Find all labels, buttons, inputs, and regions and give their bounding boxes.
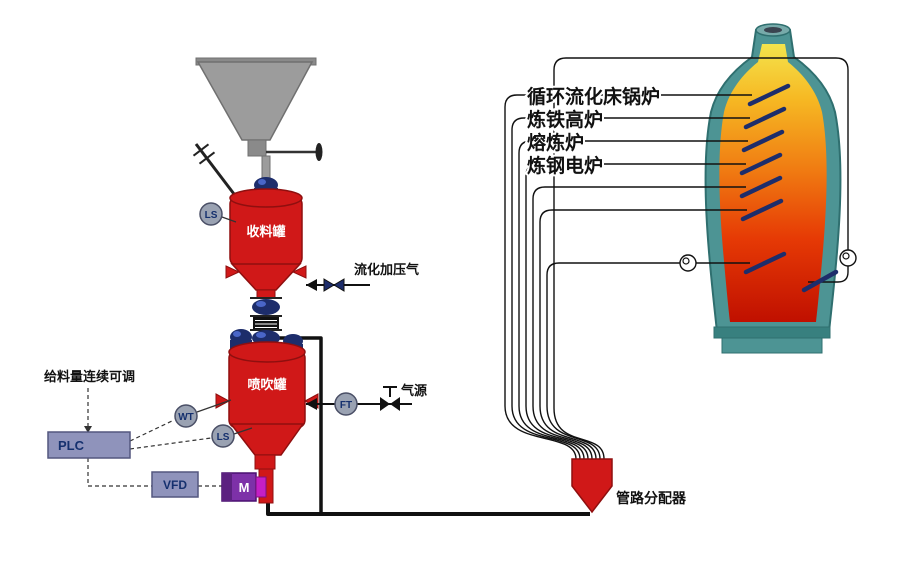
distribution-pipes <box>504 57 857 460</box>
flow-arrow-icon <box>306 279 317 291</box>
feed-lance <box>194 143 236 195</box>
receiving-tank-label: 收料罐 <box>246 224 285 239</box>
application-labels: 循环流化床锅炉 炼铁高炉 熔炼炉 炼钢电炉 <box>525 83 662 179</box>
vfd-label: VFD <box>163 478 187 492</box>
dome-valve-icon <box>252 299 280 315</box>
dome-valve-highlight <box>256 332 266 338</box>
lance-icon <box>740 198 784 222</box>
pipe <box>553 57 849 460</box>
hopper-neck <box>247 139 267 157</box>
expansion-loop-coil <box>842 252 850 260</box>
rotary-valve-highlight <box>258 179 266 185</box>
arrow-icon <box>84 426 92 433</box>
pipe <box>539 209 747 460</box>
gas-source-line: 气源 <box>306 383 427 411</box>
application-item: 炼钢电炉 <box>527 154 603 177</box>
instrument-tap <box>221 216 237 223</box>
pipe <box>532 186 746 460</box>
lance-icon <box>739 152 783 176</box>
pipe <box>546 262 750 460</box>
furnace-base-lower <box>721 337 823 354</box>
pipe <box>525 163 746 460</box>
plc-label: PLC <box>58 438 85 453</box>
instrument-tap <box>233 427 253 435</box>
furnace-mouth-opening <box>764 27 782 33</box>
control-dashed-links <box>87 388 222 487</box>
motor-end <box>222 473 232 501</box>
pipe <box>518 140 748 460</box>
valve-icon <box>333 278 345 292</box>
nozzle-icon <box>291 265 307 279</box>
hopper-outlet <box>261 155 271 181</box>
nozzle-icon <box>225 265 241 279</box>
valve-icon <box>390 397 400 411</box>
instruments: LS WT LS FT <box>174 202 358 448</box>
application-item: 熔炼炉 <box>527 131 584 154</box>
lance-icon <box>739 175 783 199</box>
injection-lances <box>739 83 839 293</box>
tank-cone <box>229 423 305 456</box>
level-switch-top <box>199 202 223 226</box>
tank-cone <box>230 263 302 291</box>
lance-icon <box>743 251 787 275</box>
feed-hopper <box>192 57 323 195</box>
flow-transmitter-label: FT <box>340 400 352 411</box>
neck <box>256 289 276 299</box>
lance-icon <box>747 83 791 107</box>
level-switch-bottom-label: LS <box>217 432 230 443</box>
lance-icon <box>741 129 785 153</box>
lance-icon <box>801 269 839 293</box>
vfd-box <box>151 471 199 498</box>
injection-tank-label: 喷吹罐 <box>247 377 286 392</box>
handwheel-icon <box>315 143 323 161</box>
valve-icon <box>380 397 390 411</box>
level-switch-top-label: LS <box>205 210 218 221</box>
dashed-link <box>129 437 212 450</box>
distributor-body <box>571 458 613 514</box>
gas-source-label: 气源 <box>401 383 427 398</box>
hopper-cone <box>196 61 314 141</box>
fluidization-gas-label: 流化加压气 <box>354 262 419 277</box>
pipe <box>504 94 752 460</box>
tank-outlet <box>254 454 276 470</box>
plc-box <box>47 431 131 459</box>
application-item: 炼铁高炉 <box>527 108 603 131</box>
flange-tick <box>198 151 216 165</box>
dashed-link <box>87 458 152 487</box>
distributor-label: 管路分配器 <box>616 490 687 506</box>
furnace <box>704 23 842 354</box>
valve-icon <box>323 278 335 292</box>
weight-transmitter-label: WT <box>178 412 194 423</box>
weight-transmitter <box>174 404 198 428</box>
instrument-tap <box>196 399 232 413</box>
motor-coupling <box>255 476 267 498</box>
flow-arrow-icon <box>306 398 317 410</box>
furnace-base-upper <box>713 326 831 339</box>
receiving-tank: 收料罐 <box>225 177 307 291</box>
expansion-loop-coil <box>682 257 690 265</box>
flange-tick <box>192 143 210 157</box>
fluidization-gas-line: 流化加压气 <box>306 262 419 292</box>
application-item: 循环流化床锅炉 <box>527 85 660 108</box>
tank-top <box>228 341 306 363</box>
flow-transmitter <box>334 392 358 416</box>
dome-valve-highlight <box>256 301 266 307</box>
main-conveying-pipe <box>266 499 590 516</box>
rotary-valve-highlight <box>233 331 241 337</box>
lance-icon <box>743 106 787 130</box>
control-system: 给料量连续可调 PLC VFD M <box>44 369 267 502</box>
tank-top <box>229 188 303 208</box>
pipe <box>511 117 750 460</box>
conveying-pipes <box>266 336 590 516</box>
level-switch-bottom <box>211 424 235 448</box>
motor-label: M <box>239 480 250 495</box>
dashed-link <box>129 420 173 442</box>
feed-note-label: 给料量连续可调 <box>44 369 135 384</box>
pipe-distributor: 管路分配器 <box>571 458 687 514</box>
